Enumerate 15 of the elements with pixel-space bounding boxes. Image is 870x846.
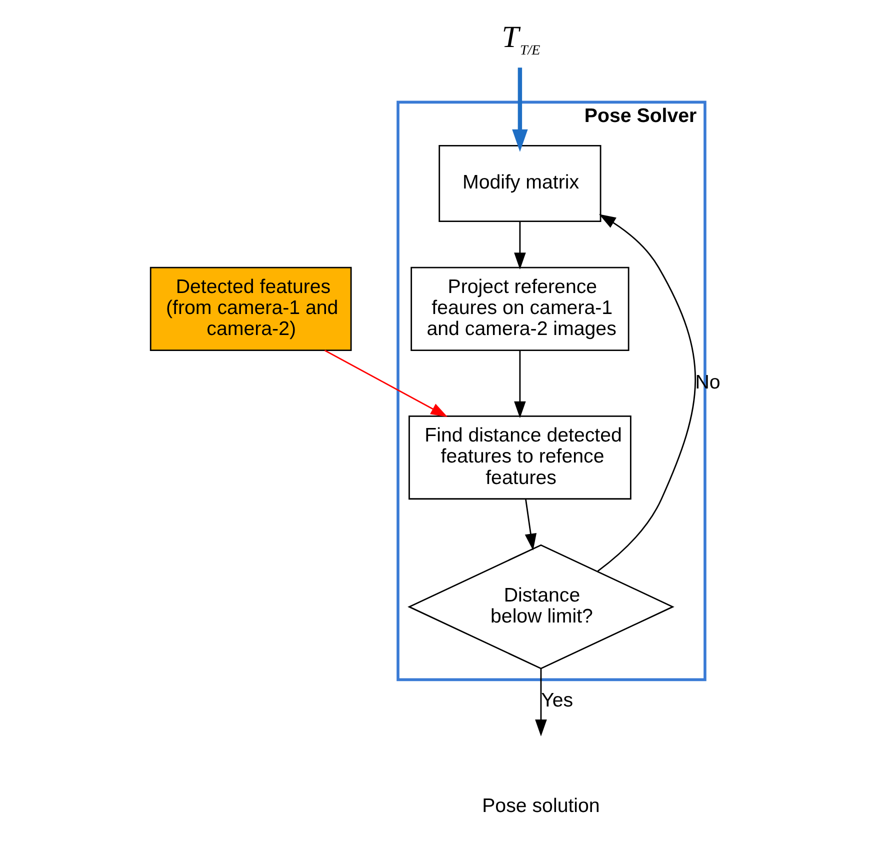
arrow [514, 222, 526, 270]
node-box: Project reference feaures on camera-1 and camera-2 images [410, 266, 629, 351]
node-diamond: Distance below limit? [407, 544, 674, 670]
node-box: Modify matrix [438, 144, 601, 222]
arrow [324, 350, 448, 417]
label: Pose solution [482, 795, 600, 818]
arrow [512, 68, 528, 152]
edge-label: Yes [540, 690, 573, 712]
node-text: T$_{T/E}$ [501, 20, 540, 58]
arrow [534, 668, 546, 736]
node-box: Detected features (from camera-1 and camera-2) [149, 266, 352, 351]
arrow [514, 350, 526, 418]
arrow [596, 214, 696, 572]
arrow [524, 498, 536, 551]
node-box: Find distance detected features to refence features [408, 416, 631, 500]
